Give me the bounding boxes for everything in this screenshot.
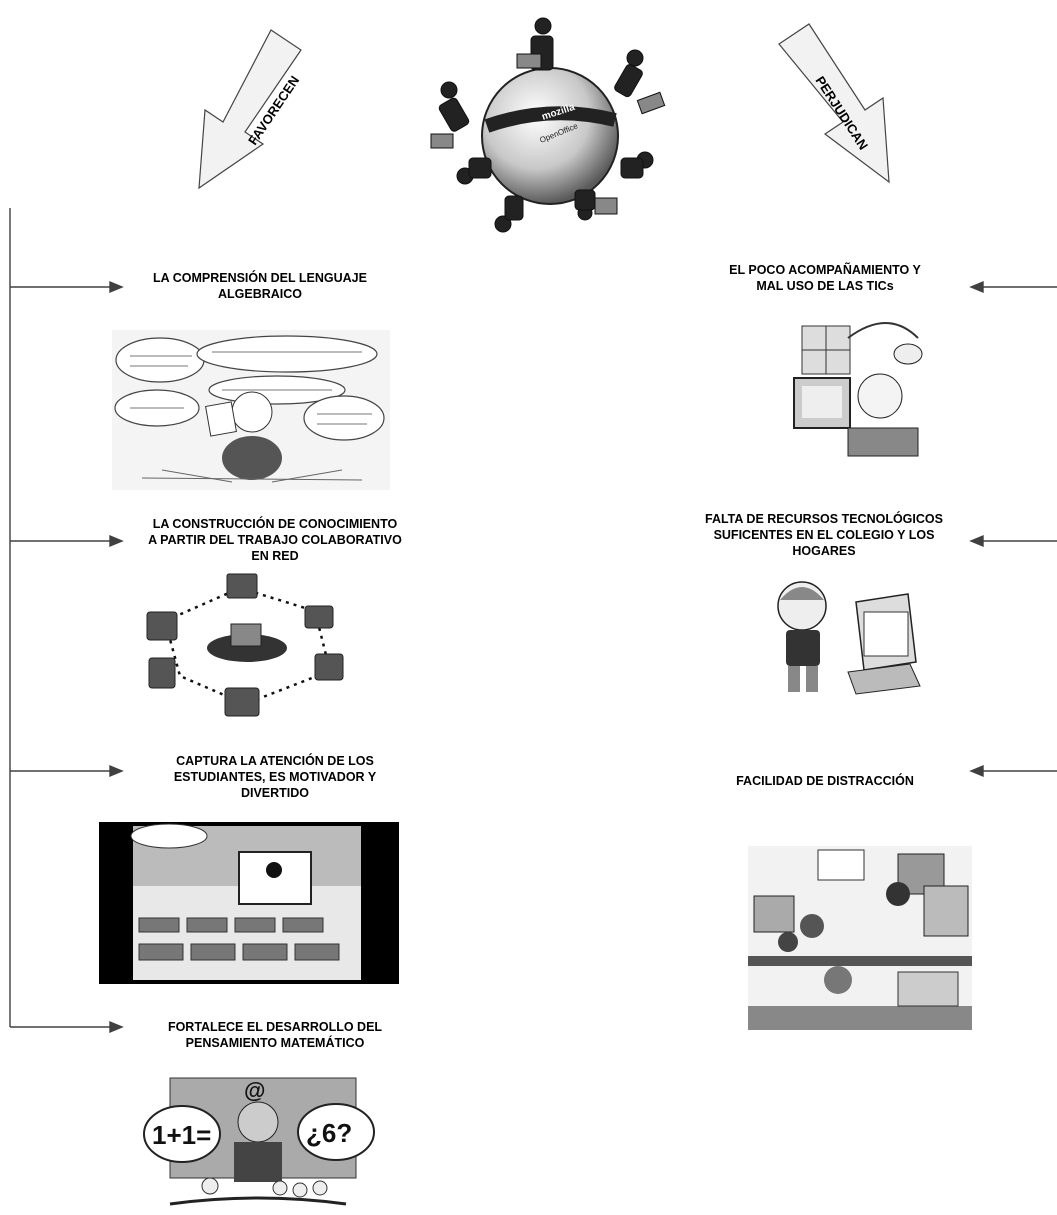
favorecen-item-4-label: FORTALECE EL DESARROLLO DEL PENSAMIENTO … (167, 1020, 383, 1050)
at-sign-icon: @ (244, 1078, 265, 1103)
favorecen-connector (9, 208, 124, 1034)
perjudican-connector (969, 280, 1057, 778)
algebra-cartoon-image (112, 330, 390, 490)
globe-illustration: mozilla OpenOffice (430, 17, 666, 233)
classroom-cartoon-image (99, 822, 399, 984)
math-right-bubble: ¿6? (306, 1118, 352, 1148)
favorecen-item-3-label: CAPTURA LA ATENCIÓN DE LOS ESTUDIANTES, … (173, 754, 377, 800)
boy-laptop-image (760, 576, 924, 698)
favorecen-item-2-label: LA CONSTRUCCIÓN DE CONOCIMIENTO A PARTIR… (148, 517, 402, 563)
math-left-bubble: 1+1= (152, 1120, 211, 1150)
computer-kid-image (788, 318, 948, 468)
perjudican-arrow: PERJUDICAN (778, 23, 890, 184)
favorecen-item-1-label: LA COMPRENSIÓN DEL LENGUAJE ALGEBRAICO (153, 271, 367, 301)
network-collaboration-image (135, 566, 365, 720)
favorecen-arrow: FAVORECEN (198, 29, 302, 190)
perjudican-item-2-label: FALTA DE RECURSOS TECNOLÓGICOS SUFICENTE… (705, 512, 943, 558)
perjudican-item-3-label: FACILIDAD DE DISTRACCIÓN (736, 774, 914, 788)
perjudican-item-1-label: EL POCO ACOMPAÑAMIENTO Y MAL USO DE LAS … (729, 263, 921, 293)
computer-room-image (748, 846, 972, 1030)
math-cartoon-image: 1+1= ¿6? @ (140, 1074, 376, 1215)
